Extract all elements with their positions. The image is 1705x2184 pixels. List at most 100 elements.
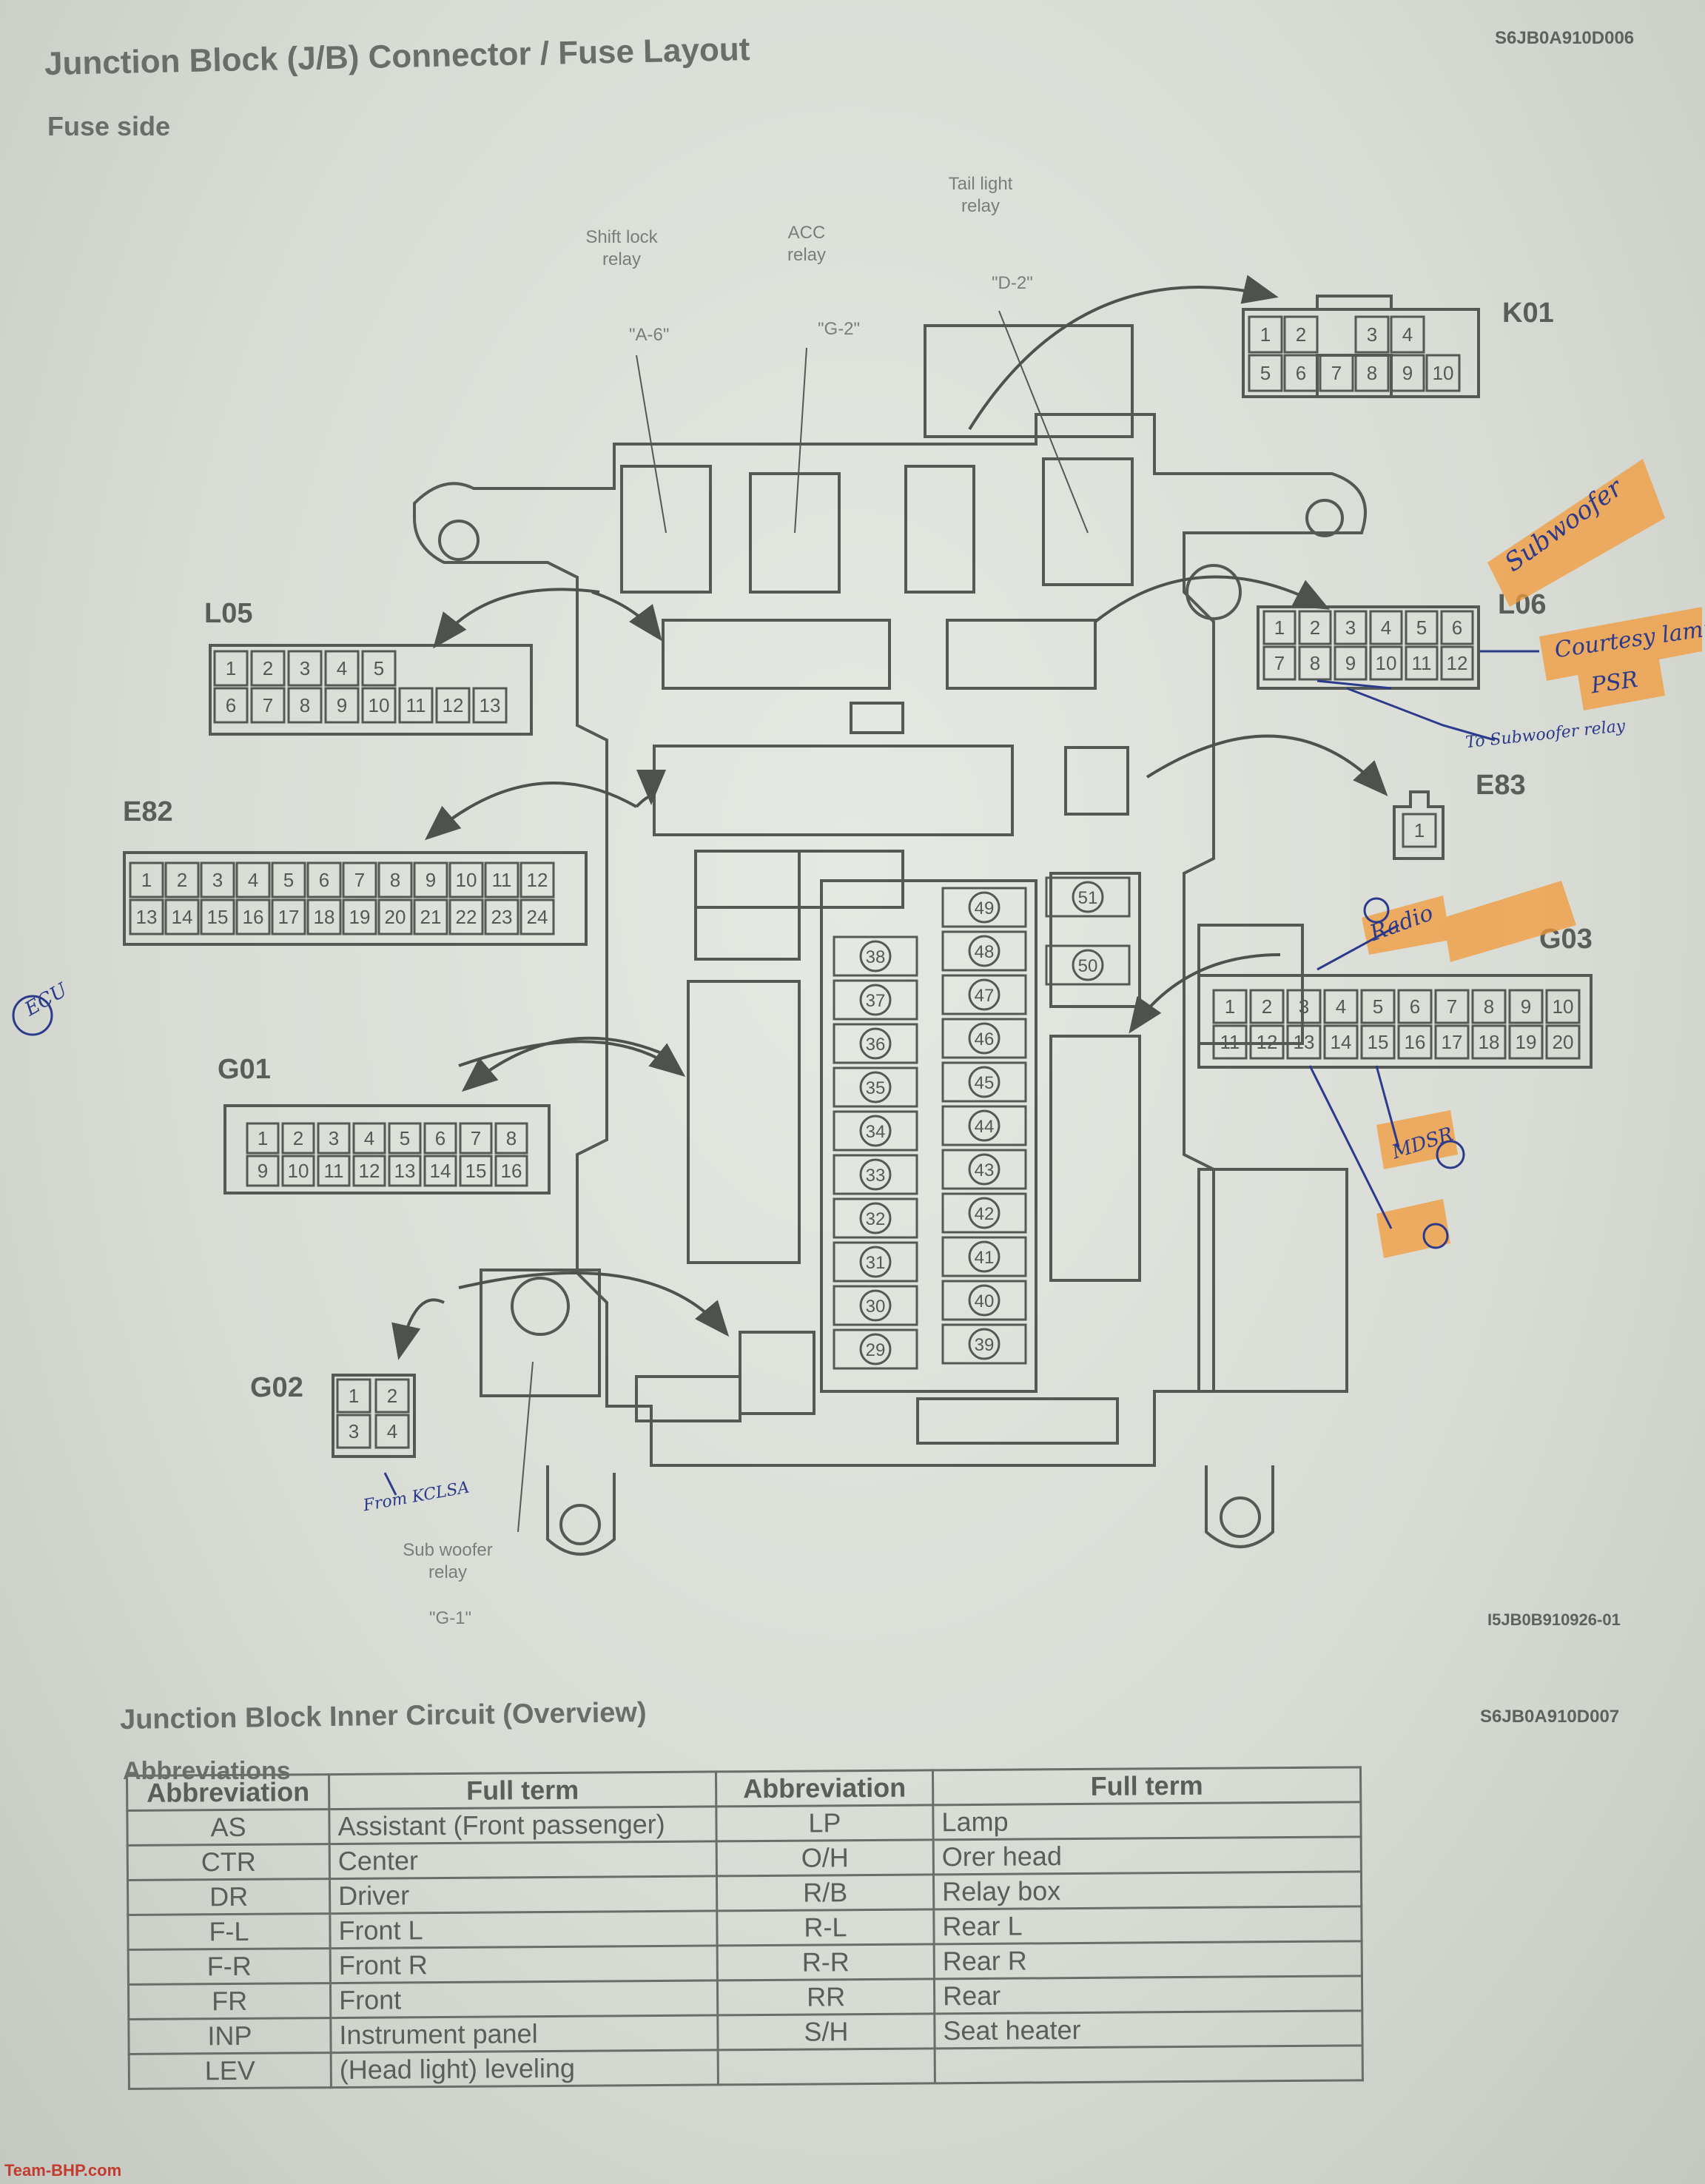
pin-g03-cell [1545,989,1581,1024]
fuse-slot [941,1105,1027,1146]
pin-g03-cell [1360,989,1396,1024]
fuse-number: 39 [975,1335,995,1355]
fuse-circle [859,1158,892,1191]
table-cell: S/H [717,2013,935,2050]
pin-e82-cell [306,861,342,898]
fuse-slot [941,887,1027,928]
fuse-slot [833,1066,918,1108]
connector-label-l05: L05 [204,598,253,629]
relay-label-tail: Tail light relay [948,174,1013,216]
pin-k01-cell [1390,315,1425,354]
table-cell [935,2045,1363,2083]
pin-k01: 1 [1260,323,1271,346]
connector-label-g01: G01 [218,1054,271,1085]
fuse-number: 30 [866,1297,886,1317]
table-cell: Lamp [932,1801,1362,1840]
pin-g03: 10 [1553,995,1574,1018]
pin-e82-cell [129,898,164,935]
document-code: S6JB0A910D006 [1495,28,1635,48]
fuse-slot [941,930,1027,972]
pin-l05-cell [472,687,508,724]
pin-l06: 1 [1274,616,1285,639]
pin-e82: 23 [491,906,513,928]
fuse-number: 40 [975,1291,995,1311]
pin-g02: 2 [387,1385,397,1407]
pin-g01-cell [317,1122,351,1155]
pin-e82: 20 [385,906,406,928]
pin-e82: 7 [354,869,365,891]
pin-l06-cell [1334,610,1368,645]
pin-g02-cell [374,1378,410,1414]
fuse-slot [941,1192,1027,1234]
fuse-slot [833,1197,918,1239]
pin-g03: 4 [1336,995,1346,1018]
table-cell [718,2048,935,2085]
pin-k01: 3 [1367,323,1377,346]
pin-g01: 15 [465,1160,487,1182]
fuse-slot [833,1110,918,1152]
pin-g03: 19 [1516,1031,1537,1053]
fuse-number: 50 [1078,956,1098,976]
pin-l05: 1 [226,657,236,679]
pin-k01: 10 [1433,362,1454,384]
connector-g03 [1197,974,1593,1069]
fuse-circle [859,940,892,972]
fuse-circle [859,1246,892,1278]
fuse-slot [833,935,918,977]
relay-label-shift-lock: Shift lock relay [585,227,658,269]
pin-k01-cell [1248,315,1283,354]
pin-k01-cell [1354,354,1390,392]
pin-g01: 9 [258,1160,268,1182]
fuse-number: 45 [975,1073,995,1093]
pin-l05-cell [435,687,471,724]
fuse-number: 44 [975,1117,995,1137]
pin-g03: 1 [1225,995,1235,1018]
pin-l06-cell [1369,610,1403,645]
pin-g03: 7 [1447,995,1457,1018]
connector-label-e82: E82 [123,796,173,827]
fuse-circle [968,1328,1001,1360]
fuse-slot [833,1241,918,1283]
table-cell: Relay box [933,1871,1362,1909]
pin-g01: 14 [430,1160,451,1182]
fuse-number: 49 [975,898,995,918]
pin-g03: 12 [1257,1031,1278,1053]
table-cell: Orer head [933,1836,1362,1875]
pin-g03: 5 [1373,995,1383,1018]
pin-g01: 12 [359,1160,380,1182]
pin-e82-cell [200,861,235,898]
table-cell: CTR [127,1844,330,1881]
fuse-slot [833,1023,918,1064]
pin-l06: 11 [1412,652,1432,674]
table-cell: Instrument panel [330,2015,719,2053]
handwritten-annotations [12,459,1702,1496]
pin-l05-cell [250,687,286,724]
pin-l06-cell [1298,645,1332,681]
pin-g03: 17 [1442,1031,1463,1053]
fuse-circle [968,1109,1001,1142]
connector-label-e83: E83 [1476,770,1526,801]
fuse-slot [833,1285,918,1326]
pin-k01: 4 [1402,323,1413,346]
table-cell: R-R [717,1943,935,1980]
pin-e82-cell [448,898,484,935]
pin-g03-cell [1249,989,1285,1024]
fuse-circle [859,1027,892,1060]
pin-l05-cell [287,687,323,724]
pin-l05-cell [287,650,323,687]
table-cell: RR [717,1978,935,2015]
pin-e82: 14 [172,906,193,928]
pin-g01-cell [423,1122,457,1155]
pin-g03: 13 [1294,1031,1315,1053]
pin-g03: 16 [1405,1031,1426,1053]
fuse-circle [968,1240,1001,1273]
pin-l06: 4 [1381,616,1391,639]
pin-g03: 2 [1262,995,1272,1018]
pin-g03-cell [1323,1024,1359,1060]
pin-k01: 7 [1331,362,1342,384]
pin-g01: 13 [394,1160,416,1182]
pin-l05: 9 [337,694,347,716]
connector-label-k01: K01 [1502,298,1554,329]
fuse-number: 32 [866,1209,886,1229]
